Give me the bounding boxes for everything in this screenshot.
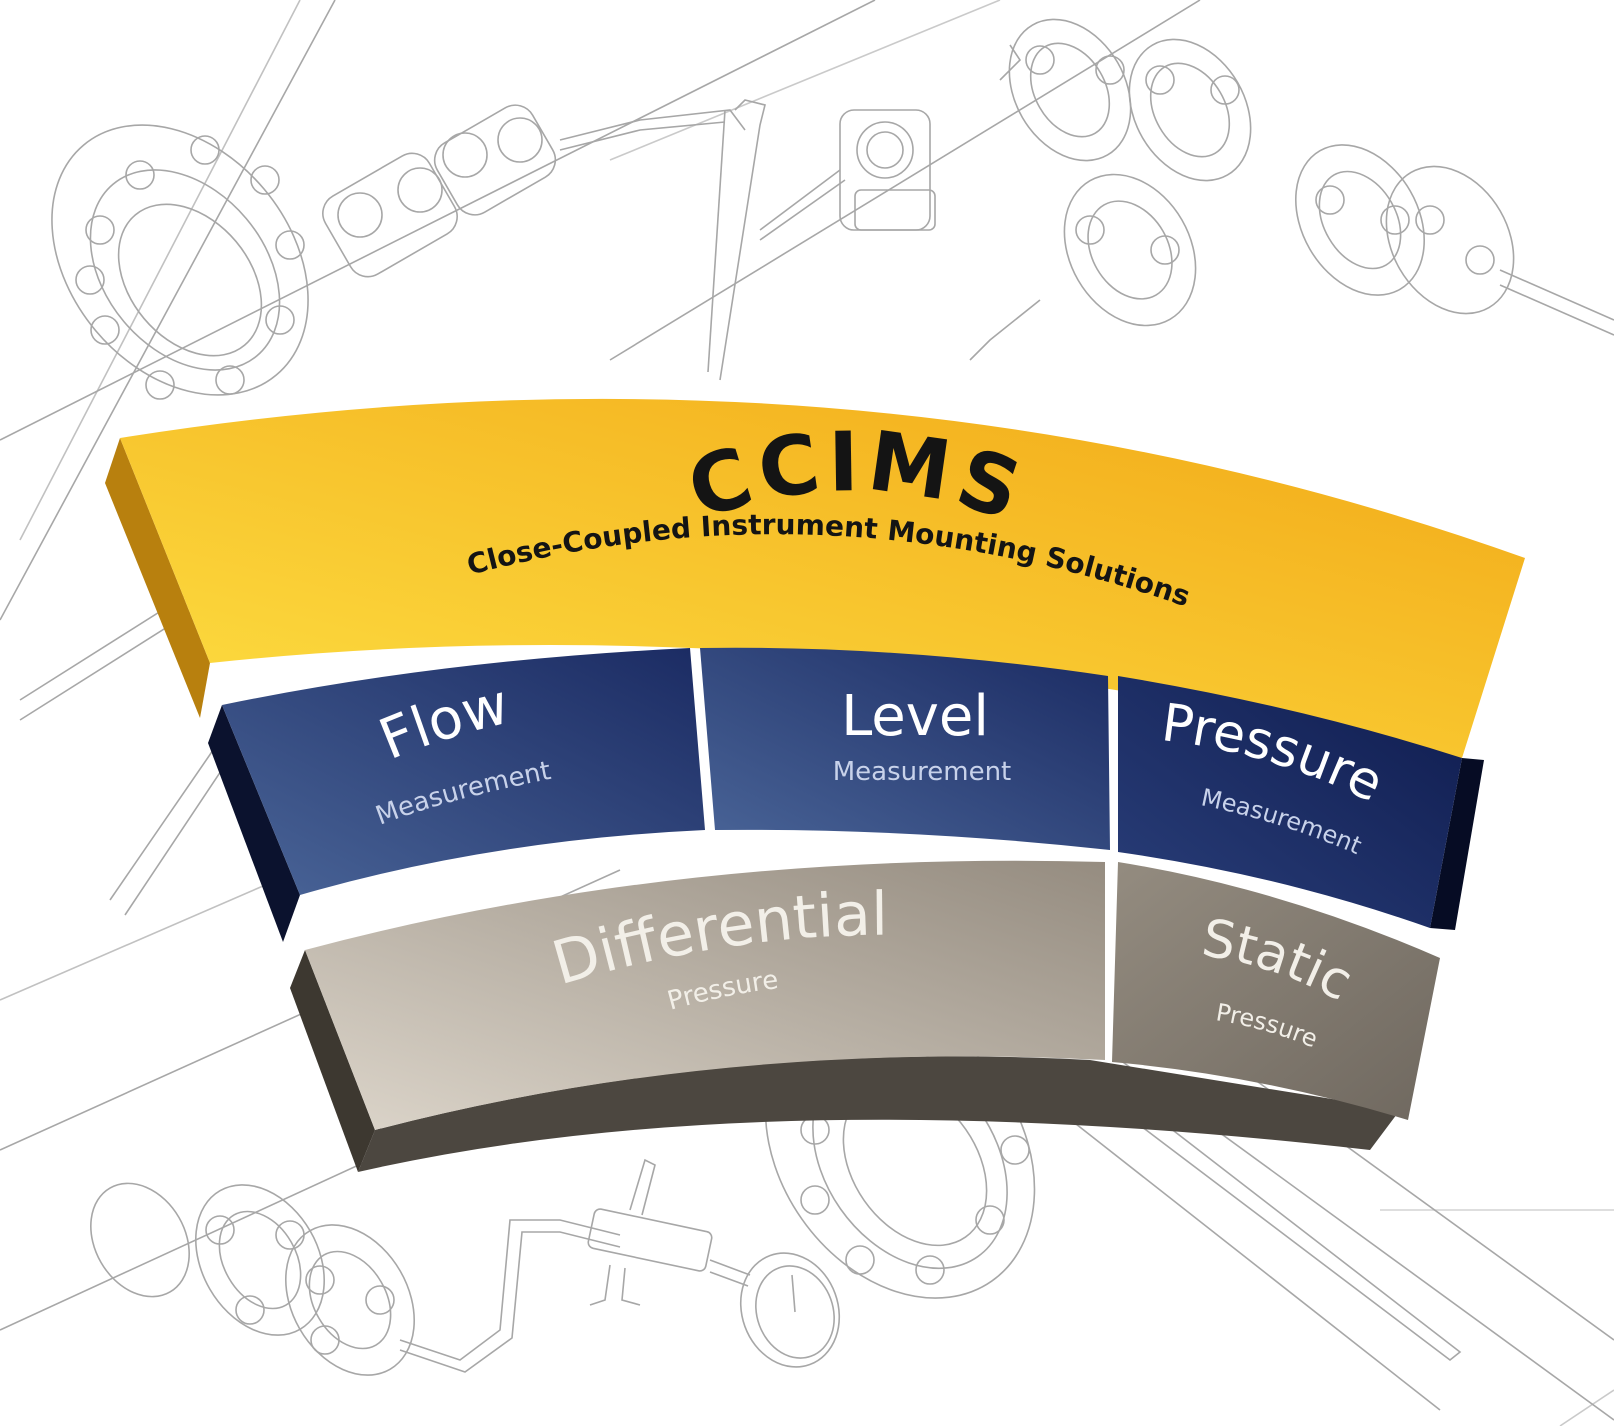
ccims-header-block: CCIMS Close-Coupled Instrument Mounting … [105,398,1525,758]
ccims-arch: CCIMS Close-Coupled Instrument Mounting … [105,398,1525,1172]
level-measurement-block: Level Measurement [700,647,1110,850]
level-subtitle: Measurement [833,757,1012,787]
transmitter-icon [759,109,936,241]
static-pressure-block: Static Pressure [1112,862,1440,1120]
flow-measurement-block: Flow Measurement [222,648,705,895]
level-title: Level [841,684,989,749]
pressure-band: Differential Pressure Static Pressure [290,860,1440,1172]
pressure-gauge-icon [739,1252,841,1368]
pressure-measurement-block: Pressure Measurement [1118,676,1462,928]
measurement-band: Flow Measurement Level Measurement Press… [208,647,1484,942]
differential-pressure-block: Differential Pressure [305,860,1105,1130]
